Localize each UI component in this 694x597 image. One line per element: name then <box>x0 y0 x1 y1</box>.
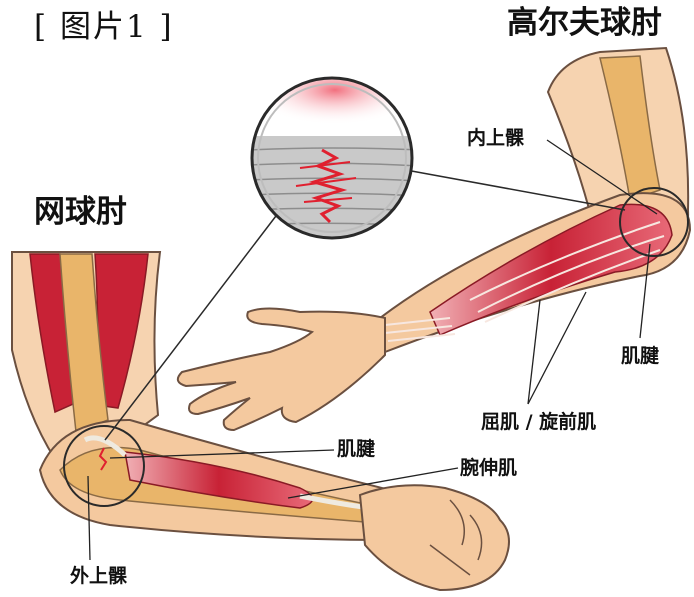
golfer-hand <box>178 309 385 431</box>
label-lateral-epicondyle: 外上髁 <box>70 567 127 586</box>
tennis-elbow-title: 网球肘 <box>34 197 127 228</box>
label-tendon-tennis: 肌腱 <box>337 440 375 459</box>
leader-flexor-2 <box>528 292 586 404</box>
label-tendon-golfer: 肌腱 <box>621 347 659 366</box>
tennis-hand <box>360 485 509 590</box>
label-medial-epicondyle: 内上髁 <box>467 129 524 148</box>
golfer-elbow-title: 高尔夫球肘 <box>507 8 662 39</box>
leader-flexor-1 <box>528 300 540 404</box>
golfer-elbow-arm <box>178 48 690 430</box>
label-wrist-extensor: 腕伸肌 <box>460 459 517 478</box>
label-flexor-pronator: 屈肌 / 旋前肌 <box>481 413 596 432</box>
figure-label: [ 图片1 ] <box>34 12 174 43</box>
